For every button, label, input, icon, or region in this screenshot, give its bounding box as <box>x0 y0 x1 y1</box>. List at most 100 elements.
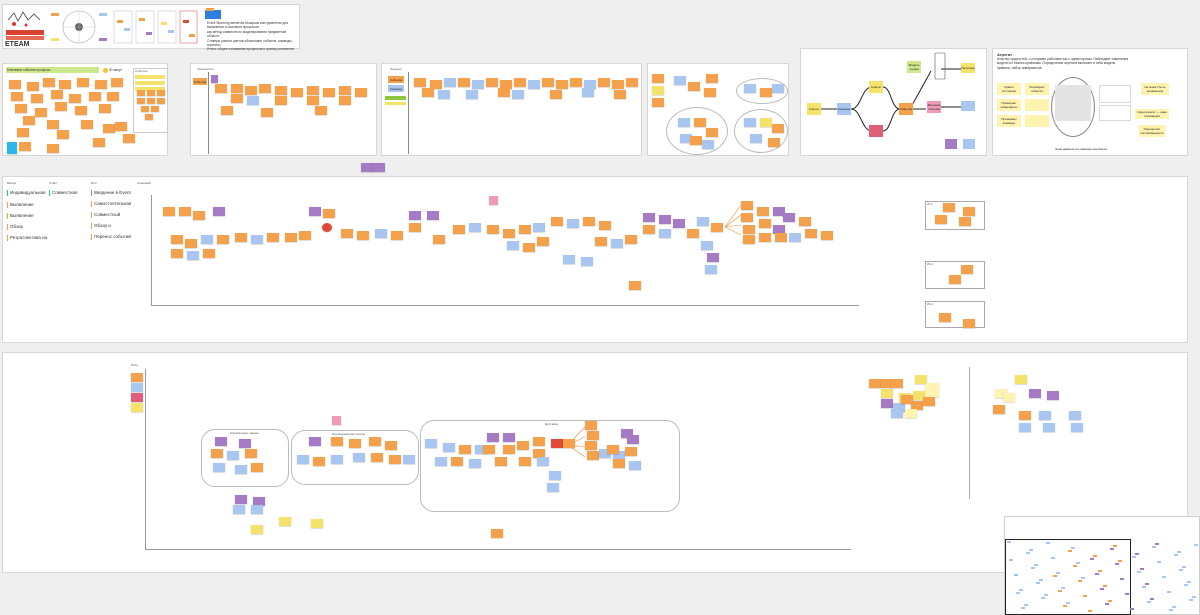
pink-note-row2[interactable] <box>489 196 498 205</box>
flow-event[interactable]: Событие <box>899 103 913 115</box>
timeline-sticky[interactable] <box>247 96 259 105</box>
process-sticky[interactable] <box>582 88 594 97</box>
row3-sticky[interactable] <box>279 517 291 526</box>
bubble-sticky[interactable] <box>768 138 780 147</box>
row2-sticky[interactable] <box>551 217 563 226</box>
aggregate-left-card-1[interactable]: Хранит состояние <box>997 83 1021 95</box>
row3-sticky[interactable] <box>869 379 881 388</box>
process-sticky[interactable] <box>528 80 540 89</box>
process-sticky[interactable] <box>414 78 426 87</box>
row3-sticky[interactable] <box>495 457 507 466</box>
row3-sticky[interactable] <box>389 455 401 464</box>
context-bubble-1[interactable] <box>666 107 728 155</box>
timeline-sticky[interactable] <box>231 94 243 103</box>
row3-group-1[interactable]: Оформление заказа <box>201 429 289 487</box>
row2-sticky[interactable] <box>687 229 699 238</box>
row3-sticky[interactable] <box>235 465 247 474</box>
legend-col3-2[interactable]: Совместный <box>91 212 131 218</box>
process-sticky[interactable] <box>500 80 512 89</box>
aggregate-left-card-3[interactable]: Принимает команды <box>997 115 1021 127</box>
row3-sticky[interactable] <box>1015 375 1027 384</box>
row2-sticky[interactable] <box>409 223 421 232</box>
frame-timeline[interactable]: Хронология Событие <box>190 63 377 156</box>
row2-sticky[interactable] <box>959 217 971 226</box>
flow-aggregate[interactable]: Агрегат <box>869 81 883 93</box>
timeline-sticky[interactable] <box>259 84 271 93</box>
row3-sticky[interactable] <box>435 457 447 466</box>
row3-sticky[interactable] <box>251 525 263 534</box>
row2-sticky[interactable] <box>705 265 717 274</box>
aggregate-right-card-3[interactable]: Определяет согласованность <box>1139 125 1165 137</box>
row2-sticky[interactable] <box>567 219 579 228</box>
row3-role-3[interactable] <box>131 393 143 402</box>
row3-sticky[interactable] <box>245 449 257 458</box>
row3-sticky[interactable] <box>227 451 239 460</box>
process-sticky[interactable] <box>466 90 478 99</box>
legend-col1-2[interactable]: Выявление <box>7 213 43 219</box>
row3-sticky[interactable] <box>607 445 619 454</box>
process-sticky[interactable] <box>584 80 596 89</box>
row3-sticky[interactable] <box>1039 411 1051 420</box>
bubble-sticky[interactable] <box>688 82 700 91</box>
timeline-sticky[interactable] <box>211 75 218 83</box>
key-event-sticky[interactable] <box>31 94 43 103</box>
row2-sticky[interactable] <box>583 217 595 226</box>
process-sticky[interactable] <box>542 78 554 87</box>
key-event-sticky[interactable] <box>123 134 135 143</box>
row2-sticky[interactable] <box>427 211 439 220</box>
key-event-sticky[interactable] <box>15 104 27 113</box>
row3-sticky[interactable] <box>621 429 633 438</box>
row3-sticky[interactable] <box>211 449 223 458</box>
row2-sticky[interactable] <box>595 237 607 246</box>
row2-sticky[interactable] <box>235 233 247 242</box>
row3-sticky[interactable] <box>425 439 437 448</box>
row3-sticky[interactable] <box>349 439 361 448</box>
process-sticky[interactable] <box>486 78 498 87</box>
bubble-sticky[interactable] <box>760 118 772 127</box>
key-event-sticky[interactable] <box>11 92 23 101</box>
key-event-sticky[interactable] <box>17 128 29 137</box>
key-event-sticky[interactable] <box>145 114 153 120</box>
row2-sticky[interactable] <box>487 225 499 234</box>
flow-policy-top[interactable]: Политика <box>961 63 975 73</box>
row3-sticky[interactable] <box>993 405 1005 414</box>
row2-sticky[interactable] <box>659 229 671 238</box>
row2-sticky[interactable] <box>935 215 947 224</box>
row2-sticky[interactable] <box>409 211 421 220</box>
bubble-sticky[interactable] <box>744 118 756 127</box>
row2-sticky[interactable] <box>323 209 335 218</box>
bubble-sticky[interactable] <box>772 84 784 93</box>
row3-sticky[interactable] <box>881 399 893 408</box>
key-event-sticky[interactable] <box>69 94 81 103</box>
row3-sticky[interactable] <box>537 457 549 466</box>
row2-sticky[interactable] <box>961 265 973 274</box>
row2-sticky[interactable] <box>707 253 719 262</box>
row3-sticky[interactable] <box>309 437 321 446</box>
flow-client[interactable]: Клиент <box>807 103 821 115</box>
row2-sticky[interactable] <box>775 233 787 242</box>
aggregate-grey-card[interactable] <box>1055 85 1091 121</box>
row3-sticky[interactable] <box>451 457 463 466</box>
timeline-sticky[interactable] <box>231 84 243 93</box>
frame-role-storm[interactable]: Роли Оформление заказа Подтверждение опл… <box>2 352 1188 573</box>
row3-sticky[interactable] <box>483 445 495 454</box>
row2-sticky[interactable] <box>659 215 671 224</box>
legend-col1-0[interactable]: Индивидуальная <box>7 190 46 196</box>
key-event-sticky[interactable] <box>51 90 63 99</box>
bubble-sticky[interactable] <box>706 74 718 83</box>
row2-sticky[interactable] <box>201 235 213 244</box>
flow-policy-bottom[interactable] <box>961 101 975 111</box>
flow-read-model[interactable]: Модель чтения <box>907 61 921 73</box>
row3-sticky[interactable] <box>629 461 641 470</box>
key-event-sticky[interactable] <box>89 92 101 101</box>
timeline-sticky[interactable] <box>323 88 335 97</box>
row3-sticky[interactable] <box>1071 423 1083 432</box>
row2-sticky[interactable] <box>759 233 771 242</box>
row3-sticky[interactable] <box>901 395 913 404</box>
row3-sticky[interactable] <box>213 463 225 472</box>
bubble-sticky[interactable] <box>674 76 686 85</box>
row2-sticky[interactable] <box>701 241 713 250</box>
key-event-sticky[interactable] <box>137 98 145 104</box>
key-event-sticky[interactable] <box>141 106 149 112</box>
floating-purple[interactable] <box>361 163 373 172</box>
